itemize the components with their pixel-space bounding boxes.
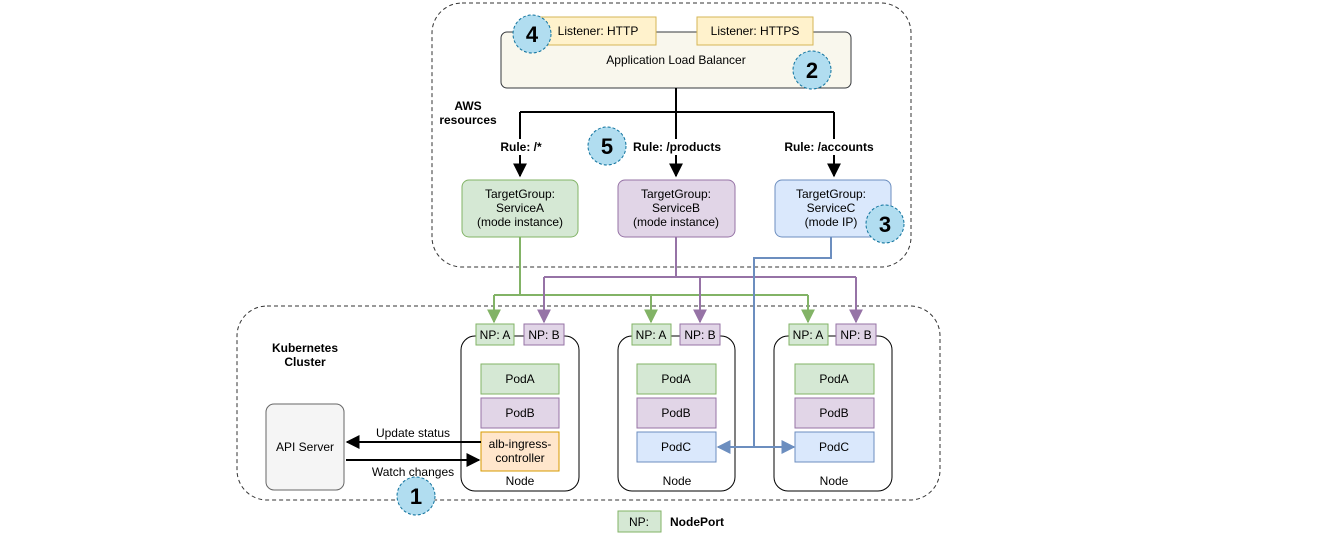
badge-5: 5	[587, 126, 627, 166]
update-status-label: Update status	[376, 426, 450, 440]
target-group-service-b: TargetGroup: ServiceB (mode instance)	[617, 179, 736, 238]
np-a-node-2	[631, 323, 672, 346]
aws-resources-region: AWS resources	[431, 2, 912, 268]
alb-label: Application Load Balancer	[606, 53, 745, 67]
node-2-label: Node	[663, 474, 692, 488]
service-a-connectors	[487, 237, 815, 324]
aws-label-line1: AWS	[454, 99, 481, 113]
legend-np-swatch	[617, 510, 662, 533]
badge-1-label: 1	[410, 484, 422, 509]
cluster-label-line1: Kubernetes	[272, 341, 338, 355]
badge-4-label: 4	[526, 22, 539, 47]
node-2-nodeports: NP: A NP: B	[631, 323, 721, 346]
np-b-node-1	[523, 323, 565, 346]
pod-b-node-2-label: PodB	[661, 406, 690, 420]
watch-changes-label: Watch changes	[372, 465, 454, 479]
service-c-connectors	[716, 237, 832, 454]
node-3-label: Node	[820, 474, 849, 488]
badge-2: 2	[792, 50, 832, 90]
node-3-nodeports: NP: A NP: B	[788, 323, 877, 346]
badge-1: 1	[396, 476, 436, 516]
tg-a-line2: ServiceA	[496, 201, 544, 215]
controller-label-line2: controller	[495, 451, 544, 465]
badge-2-label: 2	[806, 58, 818, 83]
tg-c-line2: ServiceC	[807, 201, 856, 215]
node-1-pods: PodA PodB alb-ingress- controller	[480, 363, 560, 472]
rule-root-label: Rule: /*	[500, 140, 542, 154]
listener-https-label: Listener: HTTPS	[711, 24, 800, 38]
alb-routing-connectors	[513, 88, 841, 178]
node-2-pods: PodA PodB PodC	[636, 363, 717, 463]
np-a-node-3	[788, 323, 829, 346]
pod-a-node-2	[636, 363, 717, 395]
np-a-node-1	[475, 323, 515, 346]
tg-c-line1: TargetGroup:	[796, 187, 866, 201]
pod-b-node-3	[794, 397, 875, 429]
api-server: API Server	[265, 403, 345, 491]
np-b-node-3	[835, 323, 877, 346]
np-b-node-2	[679, 323, 721, 346]
pod-c-node-3-label: PodC	[819, 440, 849, 454]
node-1-label: Node	[506, 474, 535, 488]
node-3-pods: PodA PodB PodC	[794, 363, 875, 463]
badge-5-label: 5	[601, 134, 613, 159]
pod-b-node-1	[480, 397, 560, 429]
np-b-node-3-label: NP: B	[840, 328, 871, 342]
legend-nodeport-label: NodePort	[670, 515, 724, 529]
cluster-label-line2: Cluster	[284, 355, 326, 369]
pod-a-node-3	[794, 363, 875, 395]
tg-b-line2: ServiceB	[652, 201, 700, 215]
pod-c-node-2	[636, 431, 717, 463]
pod-a-node-1	[480, 363, 560, 395]
pod-a-node-2-label: PodA	[661, 372, 690, 386]
pod-b-node-2	[636, 397, 717, 429]
kubernetes-cluster-region: Kubernetes Cluster	[236, 305, 941, 501]
badge-3: 3	[865, 204, 905, 244]
application-load-balancer: Application Load Balancer	[500, 31, 852, 89]
listener-https: Listener: HTTPS	[696, 16, 814, 46]
alb-ingress-controller	[480, 431, 560, 472]
controller-api-connectors	[345, 435, 481, 467]
rule-products-label: Rule: /products	[633, 140, 721, 154]
node-1-nodeports: NP: A NP: B	[475, 323, 565, 346]
api-server-label: API Server	[276, 440, 334, 454]
np-b-node-1-label: NP: B	[528, 328, 559, 342]
pod-a-node-3-label: PodA	[819, 372, 848, 386]
np-a-node-2-label: NP: A	[636, 328, 667, 342]
controller-label-line1: alb-ingress-	[489, 437, 552, 451]
pod-b-node-1-label: PodB	[505, 406, 534, 420]
badge-3-label: 3	[879, 212, 891, 237]
rule-accounts-label: Rule: /accounts	[784, 140, 874, 154]
listener-http: Listener: HTTP	[540, 16, 657, 46]
badge-4: 4	[512, 14, 552, 54]
target-group-service-a: TargetGroup: ServiceA (mode instance)	[461, 179, 579, 238]
aws-label-line2: resources	[439, 113, 497, 127]
pod-a-node-1-label: PodA	[505, 372, 534, 386]
tg-a-line3: (mode instance)	[477, 215, 563, 229]
legend: NP: NodePort	[617, 510, 724, 533]
tg-c-line3: (mode IP)	[805, 215, 858, 229]
target-group-service-c: TargetGroup: ServiceC (mode IP)	[774, 179, 892, 238]
pod-c-node-3	[794, 431, 875, 463]
tg-a-line1: TargetGroup:	[485, 187, 555, 201]
pod-c-node-2-label: PodC	[661, 440, 691, 454]
np-b-node-2-label: NP: B	[684, 328, 715, 342]
tg-b-line3: (mode instance)	[633, 215, 719, 229]
pod-b-node-3-label: PodB	[819, 406, 848, 420]
np-a-node-3-label: NP: A	[793, 328, 824, 342]
service-b-connectors	[537, 237, 863, 324]
tg-b-line1: TargetGroup:	[641, 187, 711, 201]
listener-http-label: Listener: HTTP	[558, 24, 639, 38]
legend-np-label: NP:	[629, 515, 649, 529]
np-a-node-1-label: NP: A	[480, 328, 511, 342]
